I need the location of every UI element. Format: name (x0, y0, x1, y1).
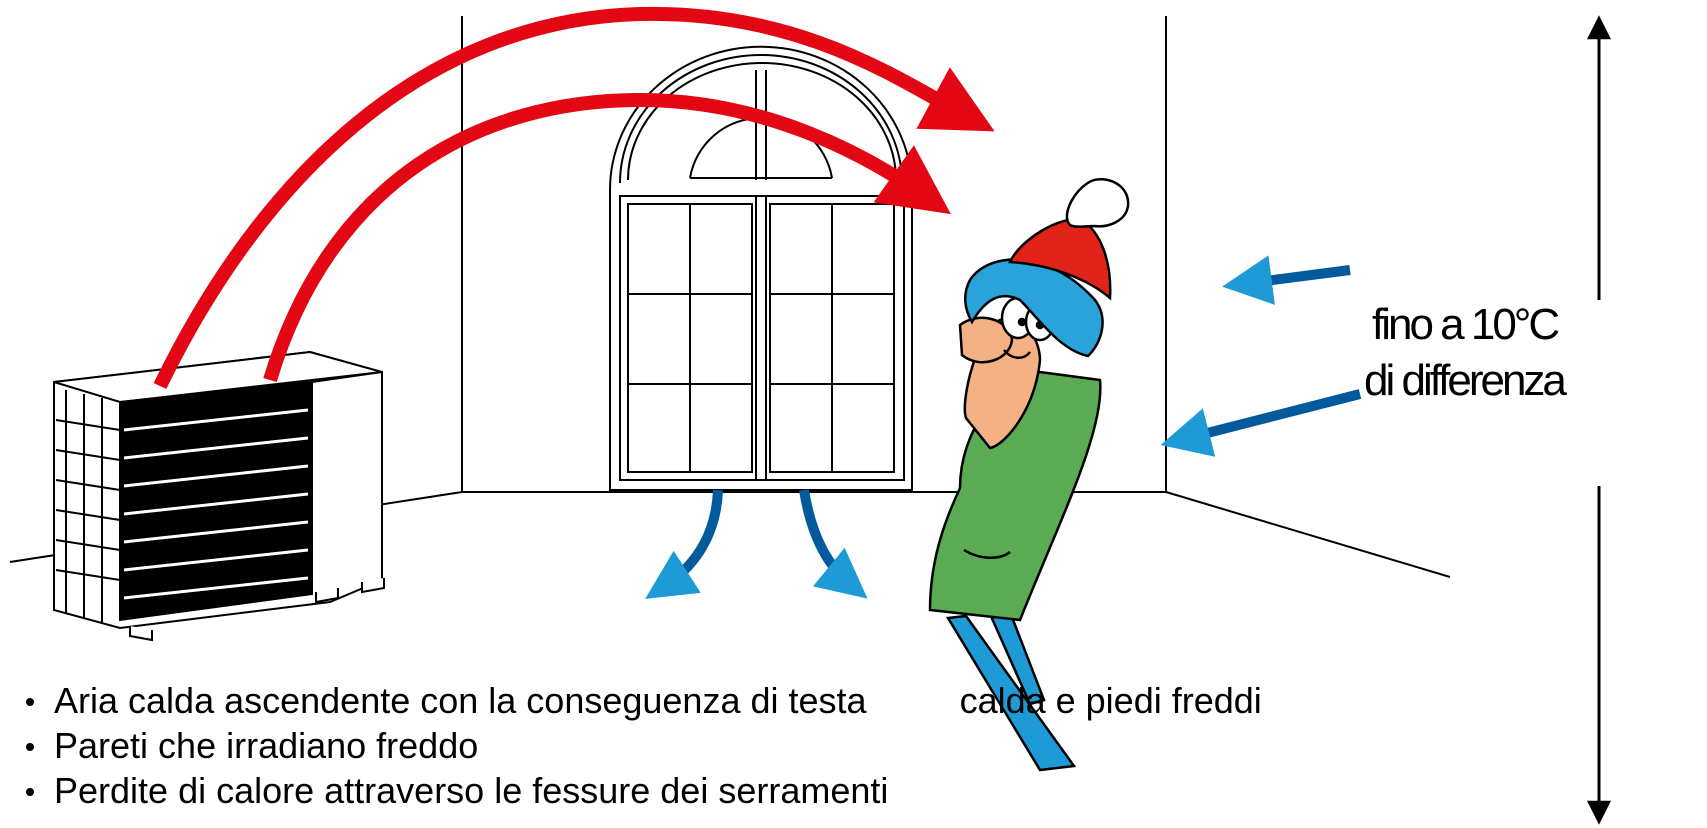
cold-draft-arrow-lower (1160, 389, 1362, 457)
cold-floor-arrow-right (799, 489, 868, 599)
warm-air-arrow-lower (263, 92, 951, 383)
bullet-warm-air-rising-text-part2: calda e piedi freddi (959, 680, 1262, 721)
cold-person-icon (928, 177, 1130, 772)
cold-draft-arrow-upper (1222, 255, 1351, 305)
cold-floor-arrow-left (645, 489, 723, 599)
problem-bullet-list: Aria calda ascendente con la conseguenza… (22, 678, 1262, 813)
heat-pump-unit-icon (53, 350, 385, 642)
temperature-difference-line1: fino a 10°C (1372, 300, 1560, 349)
warm-air-arrow-upper (153, 6, 995, 390)
warm-air-arrows (153, 6, 995, 390)
cold-air-arrows (645, 255, 1362, 599)
bullet-cold-walls-text: Pareti che irradiano freddo (54, 725, 479, 766)
bullet-warm-air-rising: Aria calda ascendente con la conseguenza… (22, 678, 1262, 723)
arched-window-icon (609, 45, 913, 491)
bullet-cold-walls: Pareti che irradiano freddo (22, 723, 1262, 768)
bullet-warm-air-rising-text-part1: Aria calda ascendente con la conseguenza… (54, 680, 867, 721)
temperature-difference-line2: di differenza (1364, 356, 1567, 405)
bullet-window-heat-loss-text: Perdite di calore attraverso le fessure … (54, 770, 889, 811)
bullet-window-heat-loss: Perdite di calore attraverso le fessure … (22, 768, 1262, 813)
